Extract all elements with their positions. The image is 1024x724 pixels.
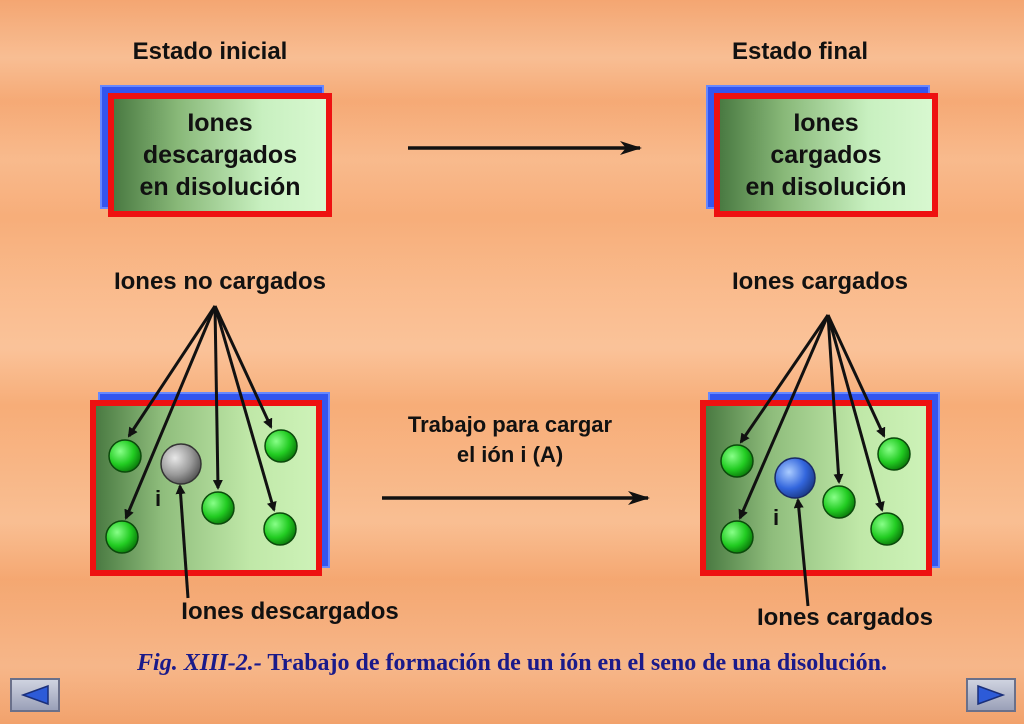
ion-right-3 [822,485,856,519]
charged-ions-pointers [738,314,886,520]
uncharged-ions-label: Iones no cargados [113,268,327,295]
discharged-ions-label: Iones descargados [181,598,399,625]
figure-caption-text: Trabajo de formación de un ión en el sen… [267,650,887,676]
final-box-line-3: en disolución [745,173,907,201]
uncharged-ions-pointers [124,305,277,520]
initial-state-box: Iones descargados en disolución [100,85,332,217]
ion-right-4 [720,520,754,554]
ion-right-1 [720,444,754,478]
initial-box-line-3: en disolución [139,173,301,201]
right-triangle-icon [977,684,1006,706]
final-box-line-1: Iones [793,109,859,137]
ion-left-1 [108,439,142,473]
ion-left-5 [263,512,297,546]
left-triangle-icon [20,684,49,706]
process-label-line-2: el ión i (A) [456,442,564,467]
figure-caption: Fig. XIII-2.- Trabajo de formación de un… [0,650,1024,677]
left-state-title: Estado inicial [132,38,288,65]
ion-right-2 [877,437,911,471]
ion-i-uncharged [160,443,202,485]
right-state-title: Estado final [731,38,869,65]
charged-ion-pointer [793,498,810,607]
initial-box-line-1: Iones [187,109,253,137]
initial-box-line-2: descargados [142,141,298,169]
ion-right-5 [870,512,904,546]
final-state-box: Iones cargados en disolución [706,85,938,217]
prev-slide-button[interactable] [10,678,60,712]
ion-left-2 [264,429,298,463]
charged-ions-label: Iones cargados [731,268,909,295]
ion-i-right-marker: i [773,505,779,530]
ion-i-charged [774,457,816,499]
ion-left-3 [201,491,235,525]
process-label-line-1: Trabajo para cargar [407,412,613,437]
figure-number: Fig. XIII-2.- [137,650,262,676]
discharged-ion-pointer [175,484,190,599]
next-slide-button[interactable] [966,678,1016,712]
ion-left-4 [105,520,139,554]
charged-ions-bottom-label: Iones cargados [756,604,934,631]
ion-i-left-marker: i [155,486,161,511]
final-box-line-2: cargados [770,141,882,169]
